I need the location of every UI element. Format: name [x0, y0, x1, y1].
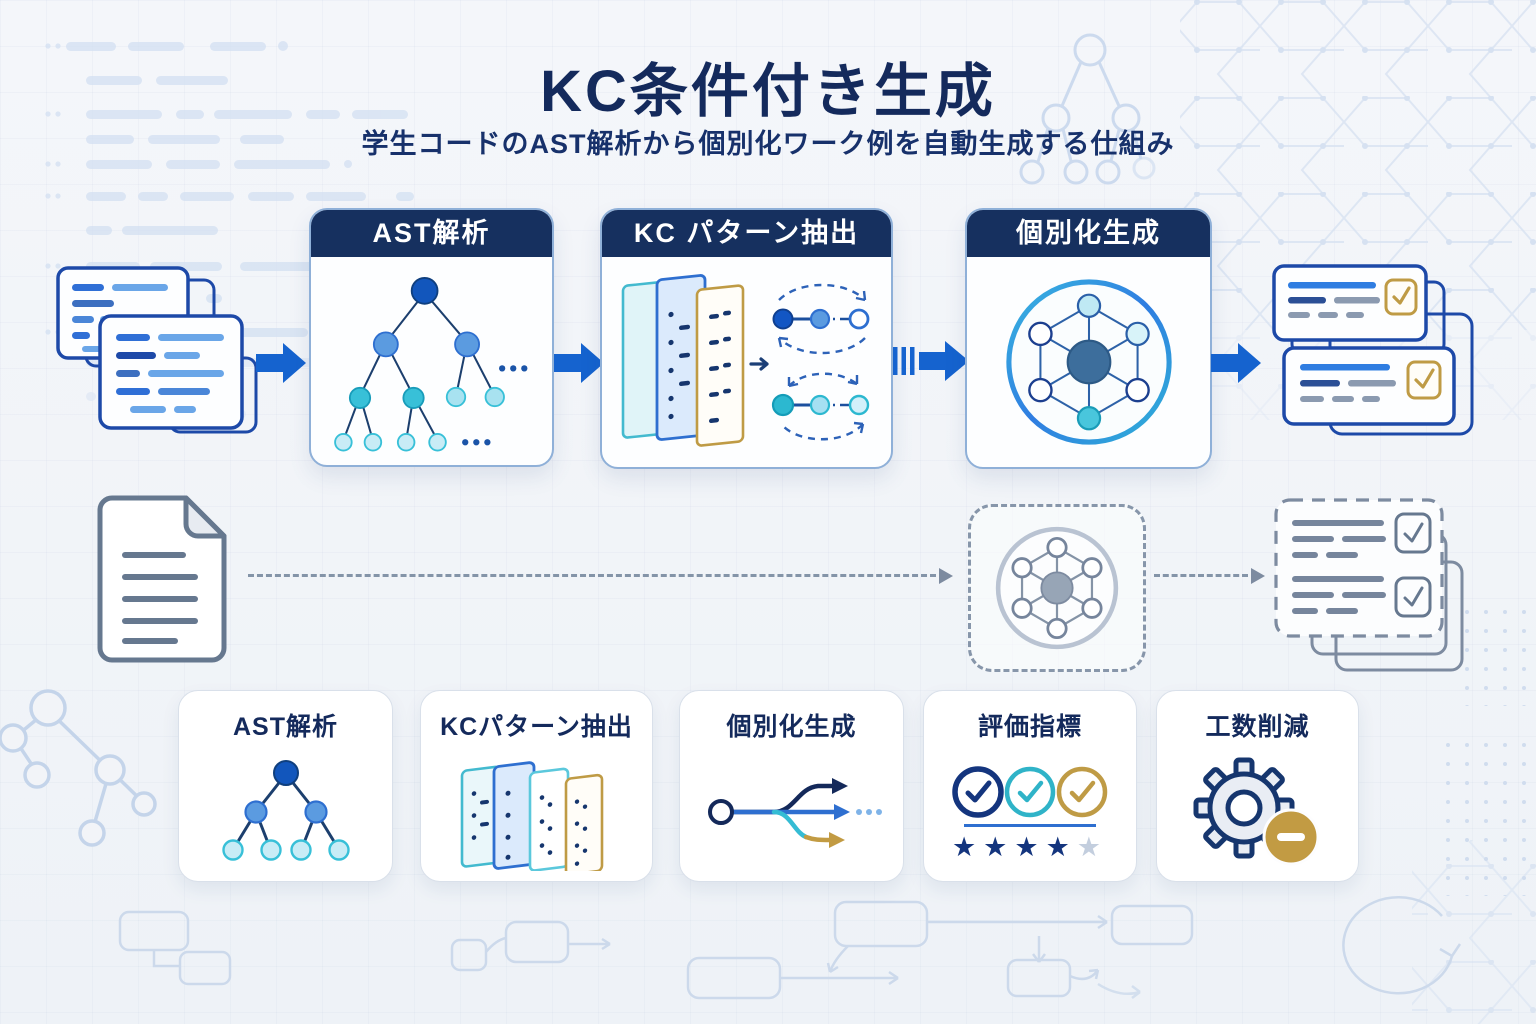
manual-process-box [968, 504, 1146, 672]
flow-arrow-icon [1211, 343, 1261, 383]
stage-box-generation: 個別化生成 [965, 208, 1212, 469]
dashed-arrow-icon [939, 568, 953, 584]
flow-arrow-speed-icon [893, 341, 969, 381]
kc-chain-1 [772, 283, 869, 355]
dashed-arrow-icon [1251, 568, 1265, 584]
branching-arrows-icon [707, 778, 882, 848]
star-empty: ★ [1076, 831, 1109, 862]
gray-network-icon [995, 526, 1119, 650]
gear-minus-icon [1193, 757, 1319, 866]
feature-title-cost-reduction: 工数削減 [1205, 713, 1310, 741]
dashed-checked-worksheets-icon [1274, 498, 1464, 672]
dashed-connector [1154, 574, 1248, 577]
feature-title-ast: AST解析 [232, 713, 338, 741]
ast-tree-icon [333, 277, 527, 452]
stars-filled: ★★★★ [951, 831, 1077, 862]
stage-header-kc-pattern: KC パターン抽出 [602, 210, 891, 257]
star-rating: ★★★★ ★ [951, 831, 1109, 862]
divider-line [964, 823, 1096, 827]
generation-network-icon [1005, 279, 1172, 445]
stage-box-ast: AST解析 [309, 208, 554, 467]
kc-chain-2 [771, 372, 869, 441]
flow-arrow-icon [256, 343, 306, 383]
feature-card-kc-pattern: KCパターン抽出 [420, 690, 653, 882]
check-circles-icon [952, 765, 1108, 818]
feature-card-evaluation: 評価指標 ★★★★ ★ [923, 690, 1137, 882]
flow-arrow-icon [554, 343, 604, 383]
stage-header-ast: AST解析 [311, 210, 552, 257]
feature-title-kc-pattern: KCパターン抽出 [440, 713, 633, 741]
checked-worksheets-icon [1272, 264, 1474, 436]
dashed-connector [248, 574, 936, 577]
page-subtitle: 学生コードのAST解析から個別化ワーク例を自動生成する仕組み [361, 129, 1175, 159]
feature-card-ast: AST解析 [178, 690, 393, 882]
stage-box-kc-pattern: KC パターン抽出 [600, 208, 893, 469]
feature-title-evaluation: 評価指標 [977, 713, 1082, 741]
feature-card-generation: 個別化生成 [679, 690, 904, 882]
feature-title-generation: 個別化生成 [726, 713, 857, 741]
kc-pattern-layers-icon [460, 761, 603, 871]
feature-card-cost-reduction: 工数削減 [1156, 690, 1359, 882]
stage-header-generation: 個別化生成 [967, 210, 1210, 257]
node-graph-decoration [0, 689, 157, 847]
page-title: KC条件付き生成 [540, 59, 996, 124]
kc-pattern-layers-icon [621, 274, 869, 447]
ast-tree-icon [221, 760, 350, 861]
plain-document-icon [97, 495, 227, 663]
flowchart-decoration [118, 896, 1462, 1000]
code-documents-icon [56, 266, 258, 434]
